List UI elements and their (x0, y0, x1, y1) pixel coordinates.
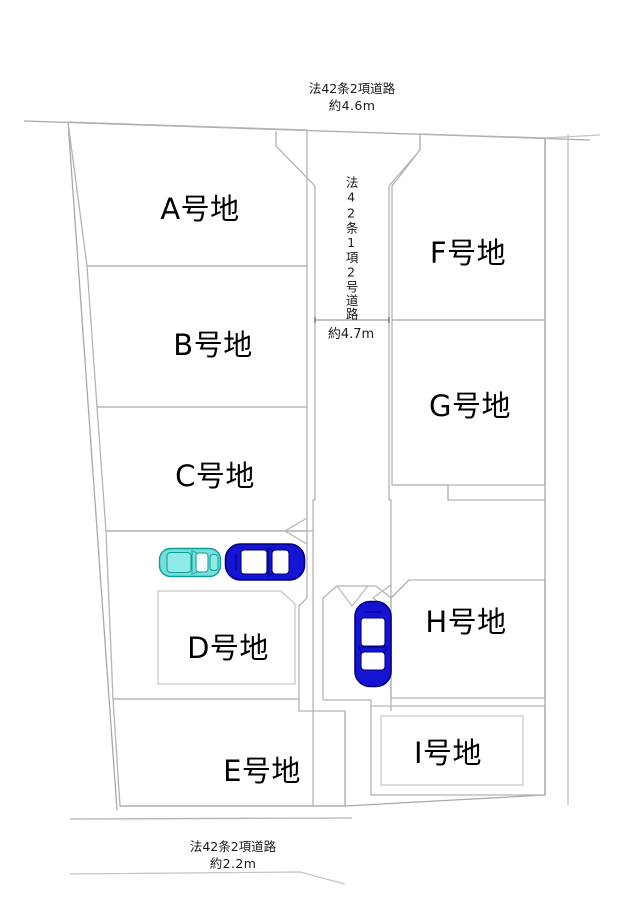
north-road-width: 約4.6m (328, 97, 376, 113)
south-road-width: 約2.2m (209, 855, 257, 871)
lot-label-f: F号地 (429, 236, 507, 270)
car-icon-blue-h-lot (352, 600, 394, 688)
west-site-boundary (67, 121, 118, 811)
south-road-annotation: 法42条2項道路 約2.2m (190, 839, 276, 873)
h-parking-bay (322, 585, 392, 599)
lot-label-a: A号地 (160, 192, 240, 226)
lot-label-g: G号地 (429, 389, 511, 423)
north-road-name: 法42条2項道路 (308, 81, 396, 96)
car-icon-cyan-c-lot (158, 546, 222, 579)
lot-label-i: I号地 (413, 736, 483, 770)
lot-label-c: C号地 (175, 459, 255, 493)
car-icon-blue-c-lot (224, 541, 306, 583)
parcel-f-outline (391, 133, 546, 321)
center-road-west-edge (275, 131, 316, 711)
east-outer-top (544, 134, 601, 139)
south-road-name: 法42条2項道路 (189, 839, 277, 854)
lot-label-b: B号地 (173, 328, 253, 362)
center-road-width: 約4.7m (327, 327, 375, 342)
lot-label-h: H号地 (425, 605, 507, 639)
h-parking-driveway-mark-a (336, 585, 369, 608)
lot-label-d: D号地 (187, 631, 269, 665)
parcel-e-south-edge (120, 794, 546, 807)
parcel-i-inner-building (380, 715, 524, 786)
lot-label-e: E号地 (223, 754, 301, 788)
center-road-name: 法42条1項2号道路 (343, 176, 359, 321)
parcel-g-south-edge (392, 484, 545, 501)
south-road-north-edge (69, 817, 352, 820)
parcel-h-west-chamfer (390, 579, 410, 599)
parcel-d-inner-building (157, 590, 296, 685)
h-parking-bay-bottom (323, 699, 372, 706)
north-road-annotation: 法42条2項道路 約4.6m (309, 81, 395, 115)
south-road-south-edge (69, 871, 346, 885)
